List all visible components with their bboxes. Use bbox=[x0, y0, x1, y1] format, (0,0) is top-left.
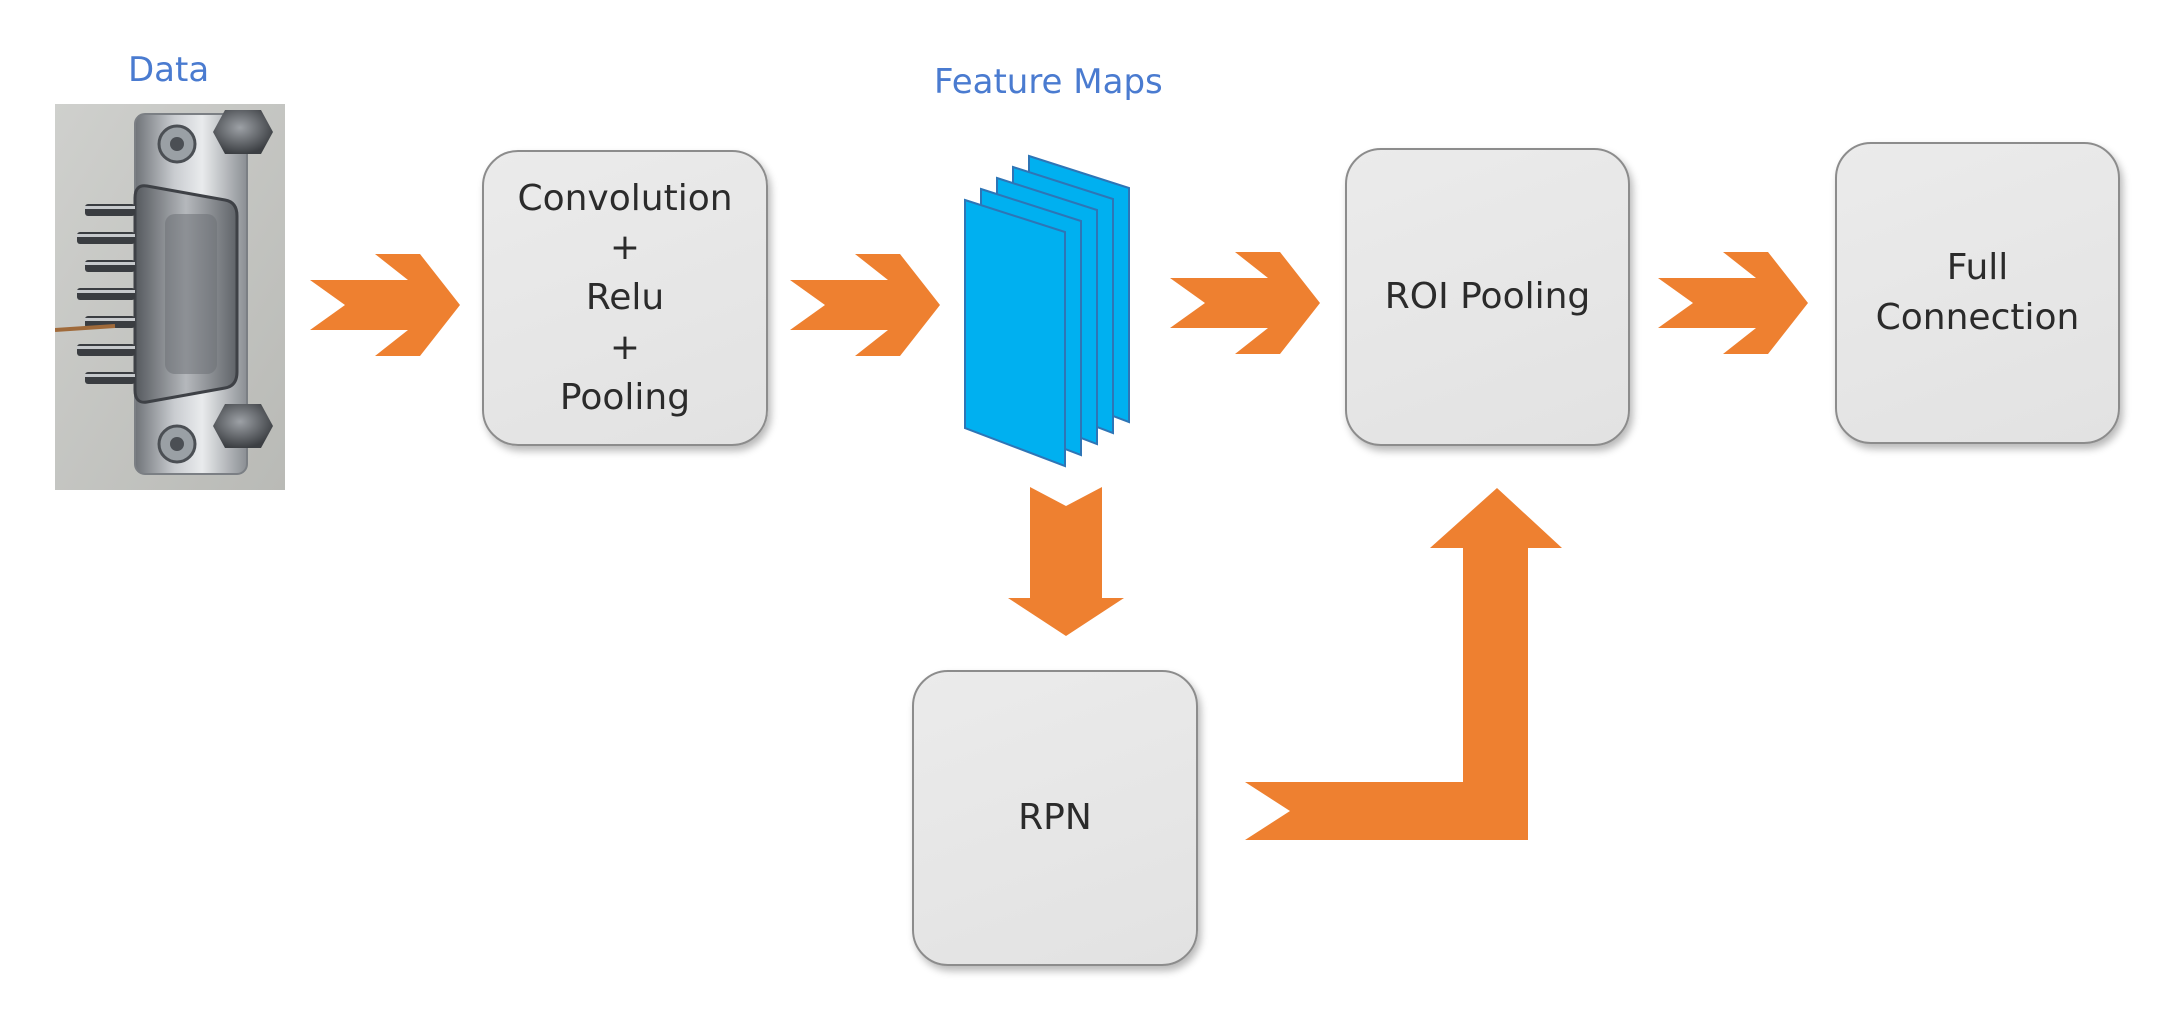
conv-line-5: Pooling bbox=[559, 376, 691, 418]
conv-line-1: Convolution bbox=[517, 177, 733, 219]
arrow-fmaps-to-roi bbox=[1170, 252, 1320, 354]
roi-pooling-node: ROI Pooling bbox=[1345, 148, 1630, 446]
arrow-conv-to-fmaps bbox=[790, 254, 940, 356]
arrow-roi-to-fc bbox=[1658, 252, 1808, 354]
fc-line-2: Connection bbox=[1875, 297, 2080, 338]
arrow-rpn-to-roi bbox=[1245, 488, 1562, 840]
feature-maps-stack bbox=[964, 154, 1130, 468]
arrow-fmaps-to-rpn bbox=[1008, 487, 1124, 636]
convolution-node: Convolution + Relu + Pooling bbox=[482, 150, 768, 446]
roi-label: ROI Pooling bbox=[1384, 276, 1591, 318]
arrow-data-to-conv bbox=[310, 254, 460, 356]
rpn-label: RPN bbox=[1018, 797, 1092, 839]
fc-line-1: Full bbox=[1946, 247, 2009, 289]
rpn-node: RPN bbox=[912, 670, 1198, 966]
wire bbox=[55, 324, 116, 332]
top-nut bbox=[213, 110, 273, 154]
conv-line-2: + bbox=[609, 227, 641, 269]
db9-connector-photo bbox=[55, 104, 285, 490]
feature-map-sheet-5 bbox=[964, 198, 1066, 468]
bottom-nut bbox=[213, 404, 273, 448]
full-connection-node: Full Connection bbox=[1835, 142, 2120, 444]
conv-line-4: + bbox=[609, 326, 641, 368]
feature-maps-label: Feature Maps bbox=[934, 62, 1163, 102]
data-label: Data bbox=[128, 50, 210, 90]
conv-line-3: Relu bbox=[585, 277, 665, 319]
